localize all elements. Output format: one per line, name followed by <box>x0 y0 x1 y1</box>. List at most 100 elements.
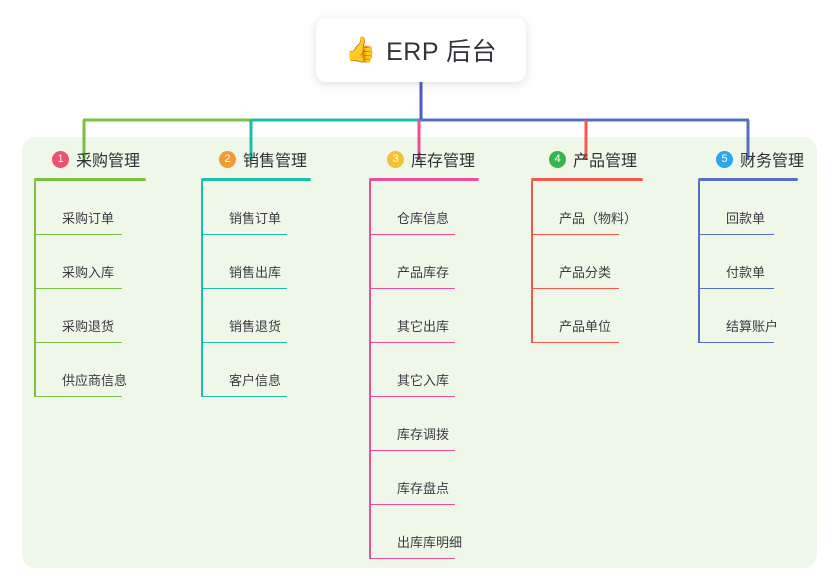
leaf-underline <box>369 503 455 505</box>
branch-column-财务管理: 5 财务管理回款单付款单结算账户 <box>698 148 804 343</box>
leaf-underline <box>369 341 455 343</box>
leaf-underline <box>369 557 455 559</box>
leaf-label: 产品单位 <box>559 319 612 334</box>
diagram-background-panel <box>22 137 817 568</box>
branch-column-销售管理: 2 销售管理销售订单销售出库销售退货客户信息 <box>201 148 313 397</box>
leaf-label: 销售退货 <box>229 319 282 334</box>
branch-title: 采购管理 <box>76 153 141 170</box>
leaf-underline <box>369 395 455 397</box>
branch-items: 回款单付款单结算账户 <box>698 181 798 343</box>
branch-number-badge: 1 <box>52 150 69 168</box>
leaf-node[interactable]: 采购入库 <box>34 235 149 289</box>
leaf-underline <box>369 449 455 451</box>
leaf-label: 采购入库 <box>62 265 115 280</box>
leaf-underline <box>201 341 287 343</box>
leaf-label: 采购订单 <box>62 211 115 226</box>
leaf-underline <box>201 395 287 397</box>
branch-vertical-stem <box>369 181 371 559</box>
leaf-node[interactable]: 其它入库 <box>369 343 481 397</box>
leaf-underline <box>698 341 774 343</box>
leaf-label: 库存盘点 <box>397 481 450 496</box>
leaf-label: 出库库明细 <box>397 535 463 550</box>
leaf-label: 付款单 <box>726 265 766 280</box>
leaf-underline <box>369 233 455 235</box>
leaf-node[interactable]: 销售出库 <box>201 235 313 289</box>
branch-title: 产品管理 <box>573 153 638 170</box>
branch-vertical-stem <box>201 181 203 397</box>
leaf-node[interactable]: 供应商信息 <box>34 343 149 397</box>
leaf-label: 回款单 <box>726 211 766 226</box>
branch-header-2[interactable]: 2 销售管理 <box>201 148 313 170</box>
leaf-underline <box>201 287 287 289</box>
leaf-label: 仓库信息 <box>397 211 450 226</box>
leaf-label: 其它出库 <box>397 319 450 334</box>
leaf-underline <box>531 341 619 343</box>
branch-items: 销售订单销售出库销售退货客户信息 <box>201 181 313 397</box>
branch-column-库存管理: 3 库存管理仓库信息产品库存其它出库其它入库库存调拨库存盘点出库库明细 <box>369 148 481 559</box>
branch-title: 财务管理 <box>740 153 805 170</box>
leaf-underline <box>34 233 122 235</box>
branch-vertical-stem <box>531 181 533 343</box>
leaf-underline <box>698 287 774 289</box>
leaf-label: 采购退货 <box>62 319 115 334</box>
leaf-underline <box>369 287 455 289</box>
branch-number-badge: 4 <box>549 150 566 168</box>
leaf-node[interactable]: 客户信息 <box>201 343 313 397</box>
branch-header-3[interactable]: 3 库存管理 <box>369 148 481 170</box>
leaf-node[interactable]: 采购退货 <box>34 289 149 343</box>
leaf-node[interactable]: 采购订单 <box>34 181 149 235</box>
branch-title: 库存管理 <box>411 153 476 170</box>
branch-items: 仓库信息产品库存其它出库其它入库库存调拨库存盘点出库库明细 <box>369 181 481 559</box>
leaf-label: 销售订单 <box>229 211 282 226</box>
branch-header-1[interactable]: 1 采购管理 <box>34 148 149 170</box>
leaf-node[interactable]: 回款单 <box>698 181 798 235</box>
branch-column-采购管理: 1 采购管理采购订单采购入库采购退货供应商信息 <box>34 148 149 397</box>
root-title: ERP 后台 <box>386 38 498 66</box>
branch-underline <box>531 178 643 181</box>
leaf-node[interactable]: 产品单位 <box>531 289 645 343</box>
leaf-node[interactable]: 产品（物料） <box>531 181 645 235</box>
branch-underline <box>201 178 311 181</box>
leaf-node[interactable]: 结算账户 <box>698 289 798 343</box>
leaf-node[interactable]: 库存调拨 <box>369 397 481 451</box>
branch-items: 采购订单采购入库采购退货供应商信息 <box>34 181 149 397</box>
branch-number-badge: 2 <box>219 150 236 168</box>
leaf-label: 产品（物料） <box>559 211 638 226</box>
leaf-label: 客户信息 <box>229 373 282 388</box>
leaf-label: 库存调拨 <box>397 427 450 442</box>
branch-header-5[interactable]: 5 财务管理 <box>698 148 804 170</box>
leaf-label: 其它入库 <box>397 373 450 388</box>
leaf-node[interactable]: 产品分类 <box>531 235 645 289</box>
branch-number-badge: 5 <box>716 150 733 168</box>
branch-column-产品管理: 4 产品管理产品（物料） 产品分类产品单位 <box>531 148 645 343</box>
leaf-underline <box>531 287 619 289</box>
leaf-node[interactable]: 产品库存 <box>369 235 481 289</box>
leaf-node[interactable]: 销售退货 <box>201 289 313 343</box>
leaf-underline <box>34 341 122 343</box>
branch-underline <box>369 178 479 181</box>
leaf-underline <box>698 233 774 235</box>
branch-items: 产品（物料） 产品分类产品单位 <box>531 181 645 343</box>
leaf-node[interactable]: 仓库信息 <box>369 181 481 235</box>
leaf-node[interactable]: 销售订单 <box>201 181 313 235</box>
leaf-node[interactable]: 其它出库 <box>369 289 481 343</box>
leaf-underline <box>531 233 619 235</box>
leaf-label: 结算账户 <box>726 319 779 334</box>
leaf-label: 产品库存 <box>397 265 450 280</box>
thumbs-up-icon: 👍 <box>344 35 377 64</box>
branch-vertical-stem <box>698 181 700 343</box>
leaf-label: 供应商信息 <box>62 373 128 388</box>
leaf-node[interactable]: 库存盘点 <box>369 451 481 505</box>
leaf-node[interactable]: 出库库明细 <box>369 505 481 559</box>
branch-vertical-stem <box>34 181 36 397</box>
branch-title: 销售管理 <box>243 153 308 170</box>
leaf-node[interactable]: 付款单 <box>698 235 798 289</box>
leaf-underline <box>34 287 122 289</box>
branch-header-4[interactable]: 4 产品管理 <box>531 148 645 170</box>
leaf-underline <box>201 233 287 235</box>
branch-underline <box>34 178 146 181</box>
root-node[interactable]: 👍 ERP 后台 <box>316 18 526 82</box>
leaf-label: 销售出库 <box>229 265 282 280</box>
branch-number-badge: 3 <box>387 150 404 168</box>
